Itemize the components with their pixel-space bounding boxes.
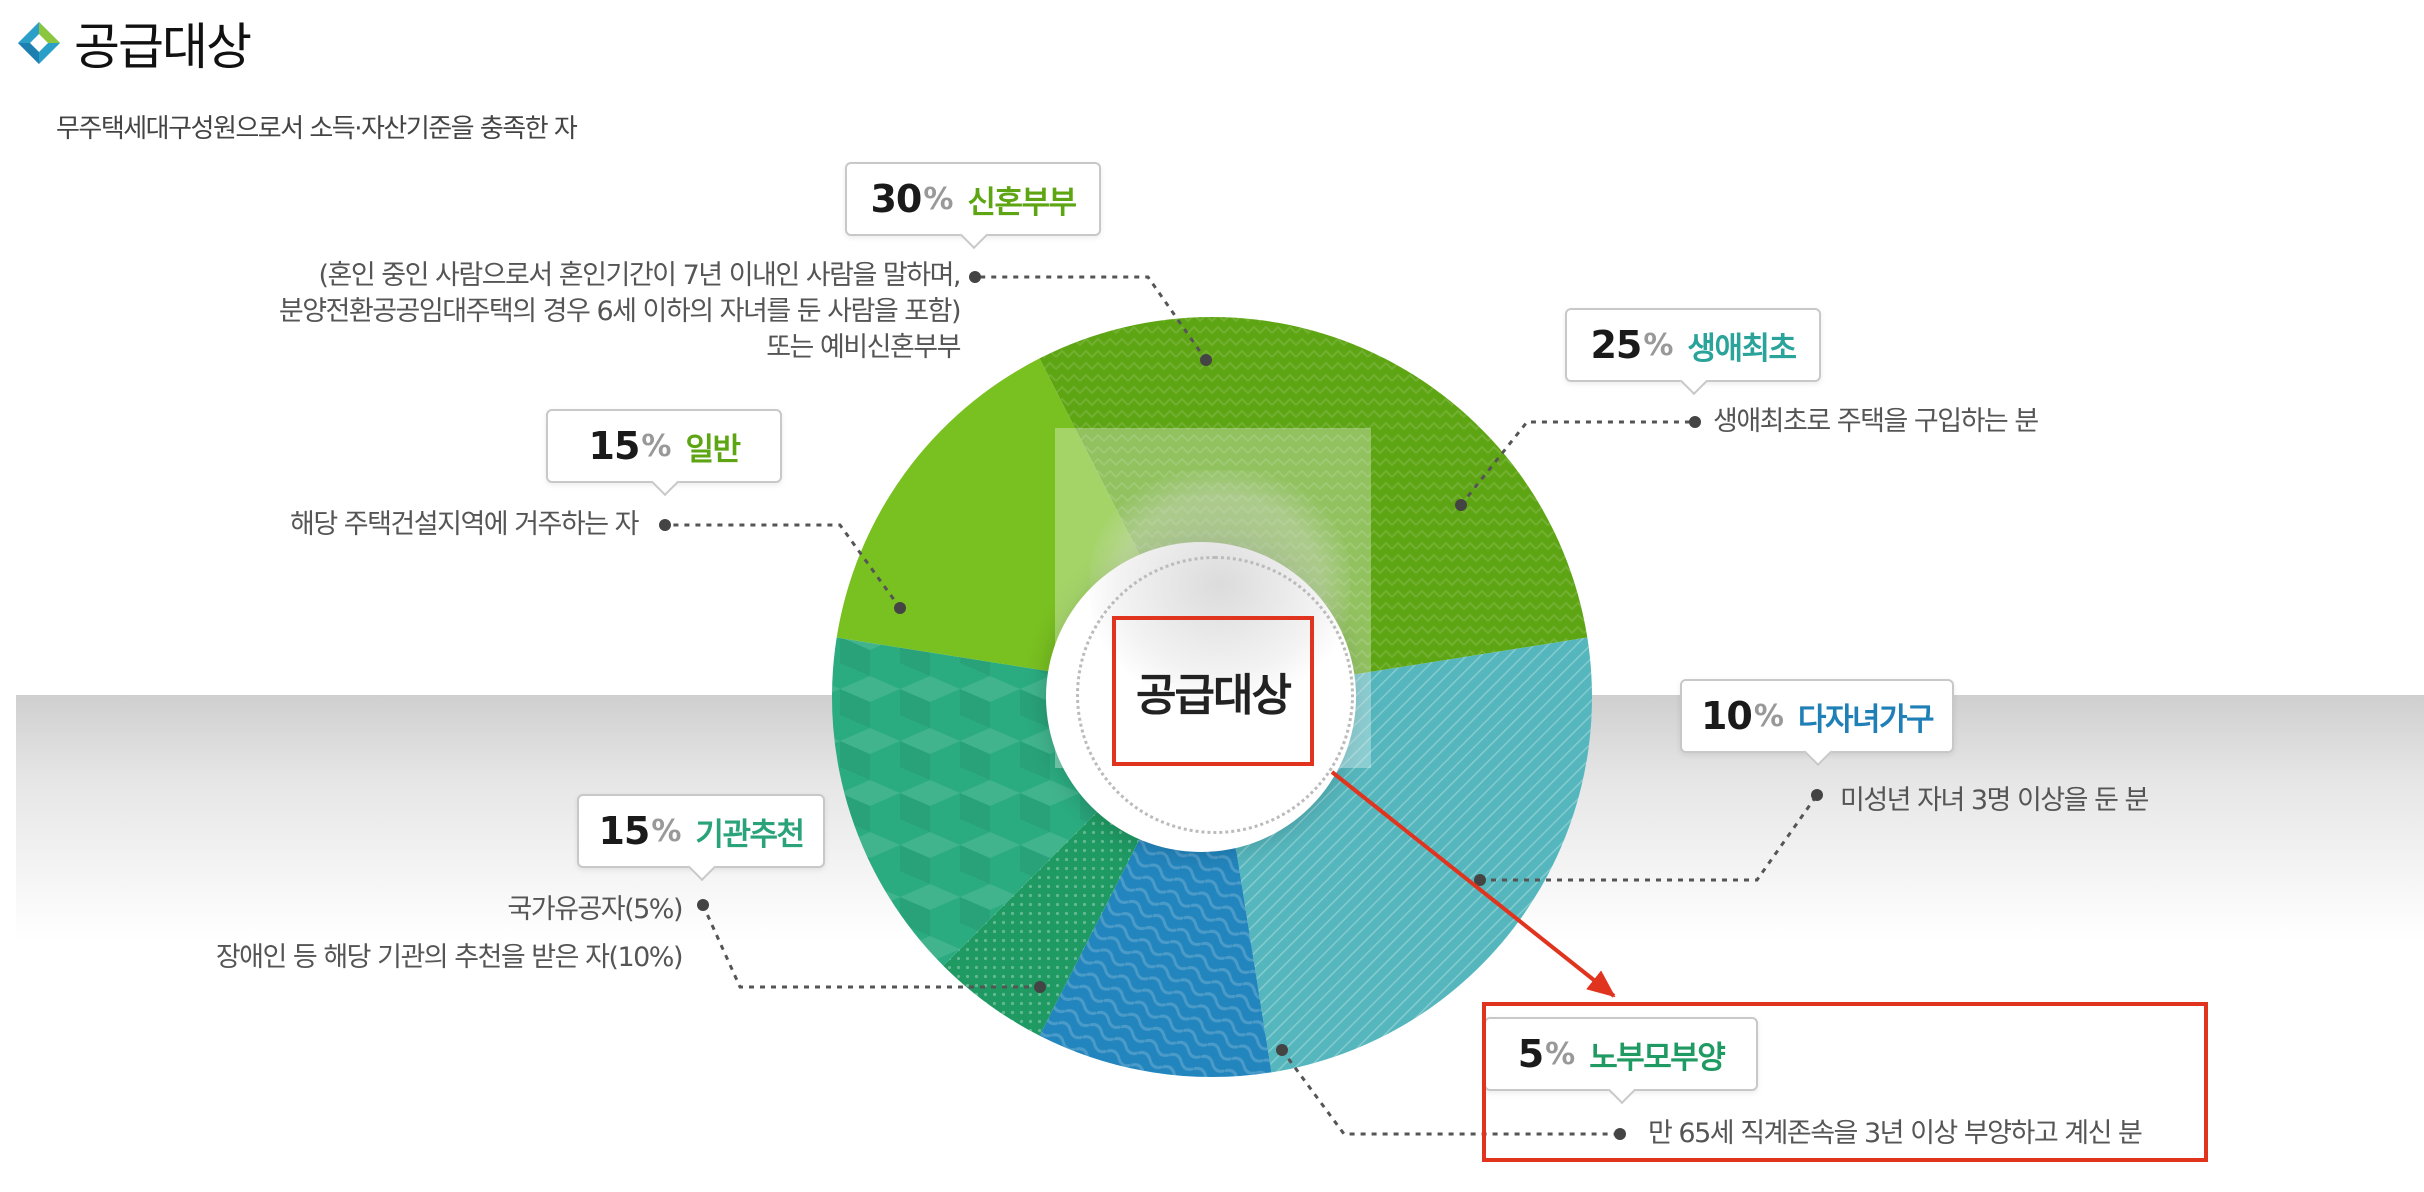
leader-line-6: [665, 523, 902, 609]
slice-label-box: 5% 노부모부양: [1484, 1017, 1758, 1091]
slice-description-line: 분양전환공공임대주택의 경우 6세 이하의 자녀를 둔 사람을 포함): [278, 296, 962, 327]
leader-end-dot-4: [1614, 1128, 1626, 1140]
slice-description-line: 생애최초로 주택을 구입하는 분: [1713, 406, 2039, 437]
slice-label-box: 10% 다자녀가구: [1680, 679, 1954, 753]
slice-percent-value: 10: [1700, 694, 1753, 738]
slice-description: 국가유공자(5%) 장애인 등 해당 기관의 추천을 받은 자(10%): [215, 886, 684, 982]
slice-category-name: 기관추천: [695, 816, 805, 853]
leader-start-dot-1: [1200, 354, 1212, 366]
slice-percent-unit: %: [1643, 327, 1674, 363]
highlight-box-slice-label: [1482, 1002, 2208, 1162]
slice-category-name: 노부모부양: [1589, 1039, 1726, 1076]
slice-description: 생애최초로 주택을 구입하는 분: [1713, 403, 2039, 441]
slice-label-box: 15% 일반: [546, 409, 782, 483]
center-dashed-ring: [1076, 556, 1354, 834]
slice-description: 해당 주택건설지역에 거주하는 자: [289, 506, 640, 544]
leader-end-dot-6: [659, 519, 671, 531]
slice-description-line: 해당 주택건설지역에 거주하는 자: [289, 509, 640, 540]
leader-end-dot-3: [1811, 789, 1823, 801]
leader-end-dot-1: [969, 271, 981, 283]
leader-start-dot-5: [1034, 981, 1046, 993]
highlight-box-center: [1112, 616, 1314, 766]
slice-percent-unit: %: [651, 813, 682, 849]
leader-line-5: [701, 904, 1040, 989]
leader-start-dot-2: [1455, 499, 1467, 511]
slice-percent-value: 5: [1517, 1032, 1544, 1076]
slice-description-line: (혼인 중인 사람으로서 혼인기간이 7년 이내인 사람을 말하며,: [318, 260, 961, 291]
slice-description: (혼인 중인 사람으로서 혼인기간이 7년 이내인 사람을 말하며, 분양전환공공…: [278, 258, 962, 366]
slice-description-line: 장애인 등 해당 기관의 추천을 받은 자(10%): [215, 942, 684, 973]
slice-label-box: 15% 기관추천: [577, 794, 825, 868]
slice-percent-unit: %: [1545, 1036, 1576, 1072]
slice-label-box: 30% 신혼부부: [845, 162, 1101, 236]
slice-percent-unit: %: [1753, 698, 1784, 734]
slice-description: 만 65세 직계존속을 3년 이상 부양하고 계신 분: [1648, 1115, 2143, 1153]
page-title: 공급대상: [74, 18, 252, 76]
slice-category-name: 다자녀가구: [1797, 701, 1935, 738]
slice-description: 미성년 자녀 3명 이상을 둔 분: [1840, 776, 2149, 826]
slice-description-line: 국가유공자(5%): [507, 894, 683, 925]
slice-category-name: 일반: [685, 431, 741, 468]
leader-line-4: [1280, 1049, 1620, 1136]
page-subtitle: 무주택세대구성원으로서 소득·자산기준을 충족한 자: [56, 114, 578, 144]
slice-percent-value: 15: [588, 424, 641, 468]
leader-start-dot-3: [1474, 874, 1486, 886]
slice-percent-value: 30: [870, 177, 922, 221]
leader-start-dot-6: [894, 602, 906, 614]
slice-description-line: 미성년 자녀 3명 이상을 둔 분: [1840, 785, 2149, 816]
leader-line-1: [975, 275, 1208, 361]
slice-category-name: 신혼부부: [967, 184, 1077, 221]
diamond-logo-icon: [18, 22, 60, 64]
slice-percent-value: 25: [1590, 323, 1642, 367]
header: 공급대상: [16, 8, 252, 78]
slice-percent-value: 15: [598, 809, 650, 853]
leader-end-dot-2: [1689, 416, 1701, 428]
leader-line-2: [1459, 420, 1695, 506]
slice-label-box: 25% 생애최초: [1565, 308, 1821, 382]
leader-end-dot-5: [697, 899, 709, 911]
leader-start-dot-4: [1276, 1044, 1288, 1056]
slice-description-line: 또는 예비신혼부부: [766, 332, 961, 363]
slice-category-name: 생애최초: [1687, 330, 1797, 367]
slice-percent-unit: %: [641, 428, 672, 464]
center-label: 공급대상: [1136, 670, 1292, 721]
slice-percent-unit: %: [923, 181, 954, 217]
slice-description-line: 만 65세 직계존속을 3년 이상 부양하고 계신 분: [1648, 1118, 2143, 1149]
